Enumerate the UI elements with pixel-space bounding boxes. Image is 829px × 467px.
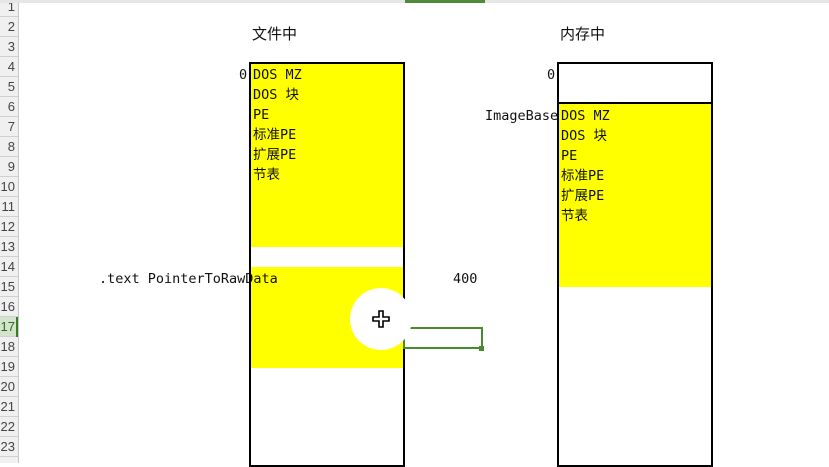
row-header[interactable]: 9 <box>0 157 18 177</box>
header-item: 扩展PE <box>253 147 297 163</box>
memory-headers-block[interactable] <box>559 104 711 287</box>
image-base-label: ImageBase <box>485 108 559 124</box>
file-headers-block[interactable] <box>251 64 403 247</box>
file-heading: 文件中 <box>252 25 298 43</box>
row-header[interactable]: 17 <box>0 317 18 337</box>
row-header[interactable]: 16 <box>0 297 18 317</box>
row-header[interactable]: 13 <box>0 237 18 257</box>
row-header[interactable]: 7 <box>0 117 18 137</box>
row-header[interactable]: 10 <box>0 177 18 197</box>
pointer-to-raw-data-value: 400 <box>453 271 478 287</box>
file-offset-label: 0 <box>239 67 248 83</box>
row-header[interactable]: 5 <box>0 77 18 97</box>
header-item: DOS MZ <box>561 108 610 124</box>
header-item: 标准PE <box>561 168 605 184</box>
header-item: 节表 <box>253 167 280 183</box>
row-header[interactable]: 14 <box>0 257 18 277</box>
column-header-highlight <box>405 0 485 3</box>
memory-offset-label: 0 <box>547 67 556 83</box>
selected-cell[interactable] <box>403 327 483 349</box>
row-header[interactable]: 6 <box>0 97 18 117</box>
row-header[interactable]: 21 <box>0 397 18 417</box>
memory-header-divider <box>557 102 713 104</box>
move-cursor-icon <box>372 310 390 328</box>
row-header[interactable]: 4 <box>0 57 18 77</box>
row-header[interactable]: 19 <box>0 357 18 377</box>
row-header[interactable]: 11 <box>0 197 18 217</box>
row-header[interactable]: 15 <box>0 277 18 297</box>
header-item: DOS 块 <box>561 128 608 144</box>
row-header[interactable]: 1 <box>0 3 18 17</box>
header-item: DOS MZ <box>253 67 302 83</box>
header-item: 标准PE <box>253 127 297 143</box>
fill-handle[interactable] <box>479 346 484 351</box>
row-header[interactable]: 8 <box>0 137 18 157</box>
row-header[interactable]: 18 <box>0 337 18 357</box>
row-header[interactable]: 22 <box>0 417 18 437</box>
row-header[interactable]: 20 <box>0 377 18 397</box>
header-item: PE <box>561 148 578 164</box>
row-header[interactable]: 12 <box>0 217 18 237</box>
header-item: DOS 块 <box>253 87 300 103</box>
row-header[interactable]: 2 <box>0 17 18 37</box>
memory-heading: 内存中 <box>560 25 606 43</box>
memory-header-items: DOS MZ DOS 块 PE 标准PE 扩展PE 节表 <box>561 106 610 226</box>
pointer-to-raw-data-label: .text PointerToRawData <box>99 271 278 287</box>
row-header[interactable]: 23 <box>0 437 18 457</box>
header-item: PE <box>253 107 270 123</box>
header-item: 节表 <box>561 208 588 224</box>
file-header-items: DOS MZ DOS 块 PE 标准PE 扩展PE 节表 <box>253 65 302 185</box>
row-header[interactable]: 3 <box>0 37 18 57</box>
active-row-marker <box>16 317 18 337</box>
header-item: 扩展PE <box>561 188 605 204</box>
